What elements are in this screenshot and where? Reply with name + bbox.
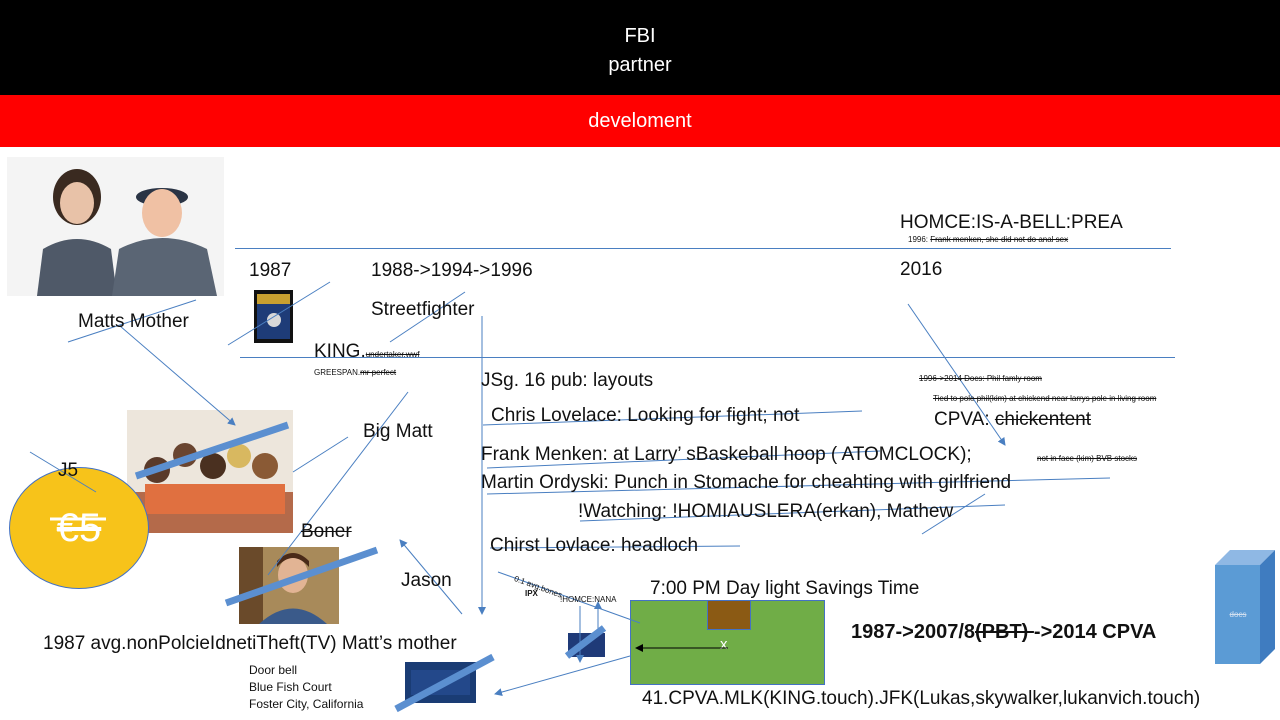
map-x-marker: x — [720, 636, 728, 653]
bold-timeline-label: 1987->2007/8(PBT) ->2014 CPVA — [851, 621, 1156, 644]
officers-photo — [7, 157, 224, 296]
timeline-lower-rule — [240, 357, 1175, 358]
event-watching: !Watching: !HOMIAUSLERA(erkan), Mathew — [578, 501, 954, 522]
cpva-label: CPVA: chickentent — [934, 409, 1091, 431]
year-1988-1996: 1988->1994->1996 — [371, 260, 533, 281]
bones-label: 0.1 avg.bones — [512, 574, 564, 600]
matts-mother-label: Matts Mother — [78, 311, 189, 332]
cpva-prefix: CPVA: — [934, 409, 995, 430]
event-chris: Chris Lovelace: Looking for fight; not — [491, 405, 800, 426]
jason-label: Jason — [401, 570, 452, 591]
docs-label: docs — [1229, 610, 1247, 619]
coin-label: €5 — [56, 506, 102, 550]
header-subtitle: partner — [608, 54, 672, 76]
address-line-3: Foster City, California — [249, 697, 364, 711]
event-frank-note: not in face (kim) BVB stocks — [1037, 454, 1138, 463]
boy-photo — [239, 547, 339, 624]
bottom-chain-label: 41.CPVA.MLK(KING.touch).JFK(Lukas,skywal… — [642, 688, 1201, 709]
tiny-blue-image — [568, 633, 605, 657]
greenspan-main: GREESPAN. — [314, 368, 361, 377]
time-label: 7:00 PM Day light Savings Time — [650, 578, 920, 599]
small-blue-image — [405, 662, 476, 703]
tied-line: Tied to pole phil(kim) at chickend near … — [933, 394, 1157, 403]
docs-line: 1996->2014 Docs: Phil famly room — [919, 374, 1042, 383]
map-box — [707, 600, 751, 630]
timeline-upper-rule — [235, 248, 1171, 249]
cpva-struck: chickentent — [994, 409, 1092, 430]
homce-note-struck: Frank menken, she did not do anal sex — [930, 235, 1069, 244]
homce-note: 1996: Frank menken, she did not do anal … — [908, 235, 1068, 244]
bold-timeline-part1: 1987->2007/8 — [851, 621, 976, 643]
year-1987: 1987 — [249, 260, 292, 281]
bold-timeline-struck: (PBT) — [975, 621, 1034, 643]
king-main: KING. — [314, 341, 366, 362]
address-line-2: Blue Fish Court — [249, 680, 332, 694]
docs-box — [1215, 550, 1275, 664]
game-cover-image — [254, 290, 293, 343]
event-frank: Frank Menken: at Larry’ sBaskeball hoop … — [481, 444, 972, 465]
event-jsg: JSg. 16 pub: layouts — [481, 370, 654, 391]
big-matt-label: Big Matt — [363, 421, 433, 442]
homce-note-prefix: 1996: — [908, 235, 931, 244]
banner-bar: develoment — [0, 95, 1280, 147]
king-label: KING.undertaker.wwf — [314, 341, 420, 363]
map-field — [630, 600, 825, 685]
address-line-1: Door bell — [249, 663, 298, 677]
euro-coin: €5 — [9, 467, 149, 589]
bold-timeline-part2: ->2014 CPVA — [1033, 621, 1157, 643]
banner-label: develoment — [588, 110, 692, 132]
streetfighter-label: Streetfighter — [371, 299, 475, 320]
j5-label: J5 — [58, 460, 79, 481]
homce-nana-label: !HOMCE:NANA — [560, 595, 617, 604]
header-title: FBI — [624, 25, 656, 47]
king-struck: undertaker.wwf — [365, 350, 420, 359]
ipx-label: IPX — [525, 589, 538, 598]
event-martin: Martin Ordyski: Punch in Stomache for ch… — [481, 472, 1012, 493]
boner-label: Boner — [301, 521, 352, 542]
event-chirst: Chirst Lovlace: headloch — [490, 535, 699, 556]
greenspan-label: GREESPAN.mr perfect — [314, 368, 396, 377]
year-2016: 2016 — [900, 259, 943, 280]
family-photo — [127, 410, 293, 533]
homce-label: HOMCE:IS-A-BELL:PREA — [900, 212, 1123, 233]
greenspan-struck: mr perfect — [360, 368, 397, 377]
header-bar: FBI partner — [0, 0, 1280, 96]
theft-label: 1987 avg.nonPolcieIdnetiTheft(TV) Matt’s… — [43, 633, 457, 654]
